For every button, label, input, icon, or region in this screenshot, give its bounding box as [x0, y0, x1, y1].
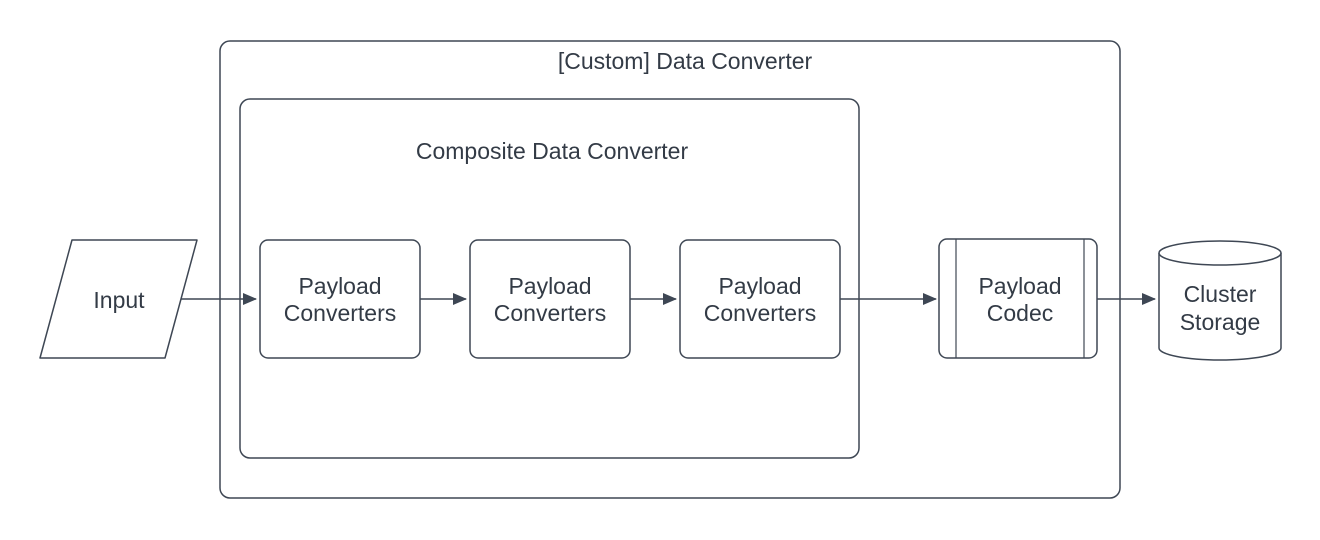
payload-converters-2-label-line1: Payload	[508, 273, 591, 299]
outer-container-custom-data-converter: [Custom] Data Converter	[219, 40, 1121, 499]
cluster-storage-cylinder-top	[1158, 240, 1282, 266]
payload-converters-2-box	[469, 239, 631, 359]
payload-converters-3-label-line2: Converters	[704, 300, 816, 326]
payload-converters-2-label-line2: Converters	[494, 300, 606, 326]
input-parallelogram	[39, 239, 198, 359]
payload-converters-3-label-line1: Payload	[718, 273, 801, 299]
cluster-storage-label-line2: Storage	[1180, 309, 1261, 335]
node-input: Input	[39, 239, 198, 359]
payload-converters-1-label-line2: Converters	[284, 300, 396, 326]
outer-container-border	[219, 40, 1121, 499]
node-payload-converters-2: Payload Converters	[469, 239, 631, 359]
cluster-storage-cylinder-body	[1158, 253, 1282, 361]
cluster-storage-label-line1: Cluster	[1184, 281, 1257, 307]
node-payload-codec: Payload Codec	[938, 238, 1098, 359]
inner-container-composite-data-converter: Composite Data Converter	[239, 98, 860, 459]
payload-codec-box	[938, 238, 1098, 359]
inner-container-border	[239, 98, 860, 459]
payload-codec-label-line2: Codec	[987, 300, 1053, 326]
inner-container-title: Composite Data Converter	[416, 138, 689, 164]
payload-converters-3-box	[679, 239, 841, 359]
node-payload-converters-3: Payload Converters	[679, 239, 841, 359]
node-payload-converters-1: Payload Converters	[259, 239, 421, 359]
outer-container-title: [Custom] Data Converter	[558, 48, 813, 74]
input-label: Input	[93, 287, 145, 313]
node-cluster-storage: Cluster Storage	[1158, 240, 1282, 361]
payload-converters-1-label-line1: Payload	[298, 273, 381, 299]
payload-converters-1-box	[259, 239, 421, 359]
payload-codec-label-line1: Payload	[978, 273, 1061, 299]
